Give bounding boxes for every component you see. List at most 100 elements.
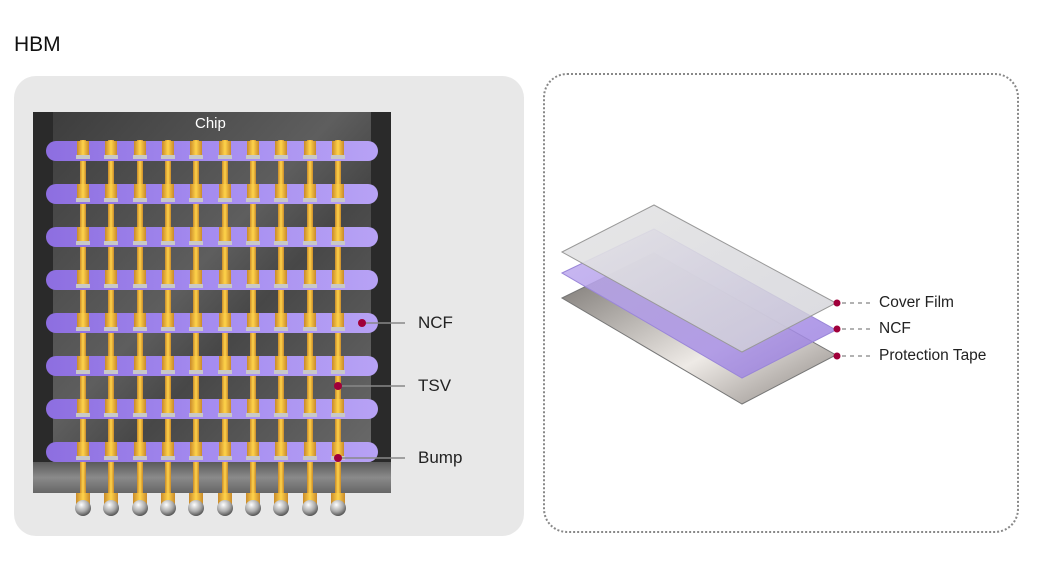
micro-bump [162, 313, 174, 327]
solder-cap [246, 241, 260, 245]
solder-cap [76, 198, 90, 202]
solder-cap [246, 456, 260, 460]
micro-bump [332, 270, 344, 284]
micro-bump [105, 184, 117, 198]
solder-cap [331, 198, 345, 202]
solder-ball [160, 500, 176, 516]
solder-cap [189, 456, 203, 460]
chip-stack [33, 112, 391, 516]
protection-tape-label: Protection Tape [879, 347, 987, 364]
solder-cap [303, 284, 317, 288]
solder-cap [331, 413, 345, 417]
ncf-layer-bar [46, 270, 378, 290]
micro-bump [134, 184, 146, 198]
solder-cap [104, 155, 118, 159]
solder-cap [189, 155, 203, 159]
solder-cap [331, 241, 345, 245]
micro-bump [77, 399, 89, 413]
solder-cap [161, 198, 175, 202]
solder-cap [189, 241, 203, 245]
micro-bump [134, 356, 146, 370]
micro-bump [134, 399, 146, 413]
micro-bump [134, 141, 146, 155]
solder-cap [303, 241, 317, 245]
micro-bump [304, 442, 316, 456]
solder-cap [104, 370, 118, 374]
solder-cap [303, 327, 317, 331]
micro-bump [190, 270, 202, 284]
micro-bump [247, 184, 259, 198]
solder-cap [274, 370, 288, 374]
micro-bump [190, 313, 202, 327]
micro-bump [190, 227, 202, 241]
ncf-layer-bar [46, 442, 378, 462]
solder-cap [303, 413, 317, 417]
micro-bump [275, 227, 287, 241]
ncf-layer-bar [46, 141, 378, 161]
solder-cap [218, 155, 232, 159]
solder-cap [189, 413, 203, 417]
solder-cap [133, 370, 147, 374]
solder-cap [303, 456, 317, 460]
solder-cap [161, 284, 175, 288]
solder-cap [76, 456, 90, 460]
solder-cap [76, 155, 90, 159]
right-callouts [833, 299, 870, 360]
solder-cap [274, 284, 288, 288]
solder-cap [161, 413, 175, 417]
solder-cap [133, 327, 147, 331]
micro-bump [219, 442, 231, 456]
solder-cap [133, 155, 147, 159]
micro-bump [77, 270, 89, 284]
solder-cap [76, 370, 90, 374]
solder-cap [189, 370, 203, 374]
micro-bump [247, 442, 259, 456]
micro-bump [105, 141, 117, 155]
micro-bump [332, 141, 344, 155]
bump-label: Bump [418, 448, 463, 467]
solder-cap [104, 327, 118, 331]
micro-bump [105, 227, 117, 241]
micro-bump [247, 356, 259, 370]
solder-cap [303, 155, 317, 159]
micro-bump [77, 184, 89, 198]
micro-bump [304, 227, 316, 241]
solder-cap [189, 198, 203, 202]
ncf-layer-bar [46, 313, 378, 333]
micro-bump [332, 313, 344, 327]
micro-bump [162, 141, 174, 155]
solder-cap [218, 241, 232, 245]
micro-bump [162, 227, 174, 241]
figure-title: HBM [14, 33, 61, 56]
solder-cap [104, 198, 118, 202]
micro-bump [219, 313, 231, 327]
micro-bump [219, 141, 231, 155]
bump-marker [334, 454, 342, 462]
micro-bump [247, 227, 259, 241]
micro-bump [190, 356, 202, 370]
micro-bump [275, 184, 287, 198]
solder-ball [188, 500, 204, 516]
micro-bump [77, 356, 89, 370]
micro-bump [105, 356, 117, 370]
micro-bump [105, 399, 117, 413]
solder-cap [274, 155, 288, 159]
ncf-layer-bar [46, 184, 378, 204]
micro-bump [219, 270, 231, 284]
solder-cap [331, 155, 345, 159]
solder-cap [76, 327, 90, 331]
micro-bump [134, 227, 146, 241]
solder-cap [161, 241, 175, 245]
micro-bump [304, 313, 316, 327]
solder-cap [331, 284, 345, 288]
solder-cap [133, 456, 147, 460]
solder-cap [133, 413, 147, 417]
micro-bump [304, 399, 316, 413]
solder-cap [104, 413, 118, 417]
ncf-film-panel [543, 73, 1019, 533]
solder-cap [274, 327, 288, 331]
micro-bump [275, 141, 287, 155]
solder-ball [273, 500, 289, 516]
solder-cap [246, 370, 260, 374]
